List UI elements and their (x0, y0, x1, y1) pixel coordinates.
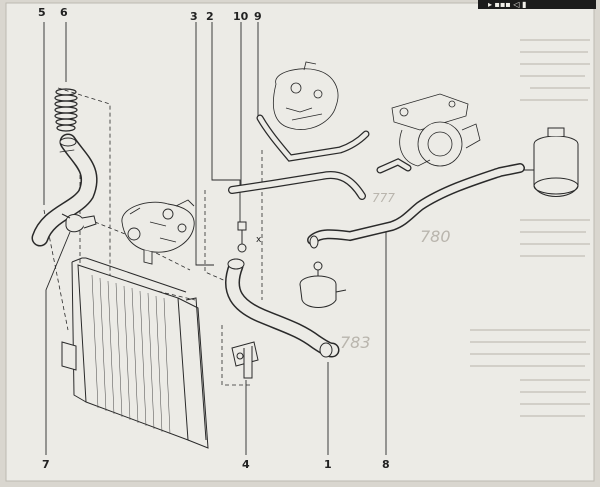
radiator (61, 257, 209, 449)
hose-clamp-7 (61, 213, 97, 233)
callout-7: 7 (42, 458, 50, 471)
expansion-tank (522, 127, 579, 197)
hose-8 (307, 163, 525, 249)
leader-7 (45, 231, 71, 455)
callout-1: 1 (324, 458, 332, 471)
handwritten-783: 783 (340, 333, 371, 352)
clamp-x-mark: x (256, 235, 262, 245)
fitting-4 (231, 341, 259, 379)
bleed-through-text (470, 39, 590, 417)
handwritten-777: 777 (372, 191, 395, 205)
thermostat-housing (121, 199, 195, 265)
clamp-spring (54, 88, 78, 132)
callout-9: 9 (254, 10, 262, 23)
hose-5 (31, 133, 98, 247)
bleed-screw (237, 221, 247, 253)
hose-9 (256, 114, 370, 162)
header-corner-text: ▸ ▪▪▪ ◁ ▮ (488, 0, 526, 9)
handwritten-780: 780 (420, 227, 451, 246)
hose-10 (228, 158, 412, 200)
small-pump (299, 261, 347, 308)
carburettor-assembly (273, 61, 339, 130)
callout-6: 6 (60, 6, 68, 19)
leader-lines (43, 22, 387, 455)
callout-numbers-top: 5 6 3 2 10 9 (38, 6, 262, 23)
callout-8: 8 (382, 458, 390, 471)
hose-1 (225, 258, 340, 358)
callout-5: 5 (38, 6, 46, 19)
callout-10: 10 (233, 10, 249, 23)
leader-3 (195, 22, 214, 266)
turbo-assembly (391, 93, 481, 167)
callout-4: 4 (242, 458, 250, 471)
callout-3: 3 (190, 10, 198, 23)
page-header-corner: ▸ ▪▪▪ ◁ ▮ (478, 0, 596, 9)
callout-numbers-bottom: 7 4 1 8 (42, 458, 390, 471)
leader-2 (211, 22, 241, 222)
callout-2: 2 (206, 10, 214, 23)
